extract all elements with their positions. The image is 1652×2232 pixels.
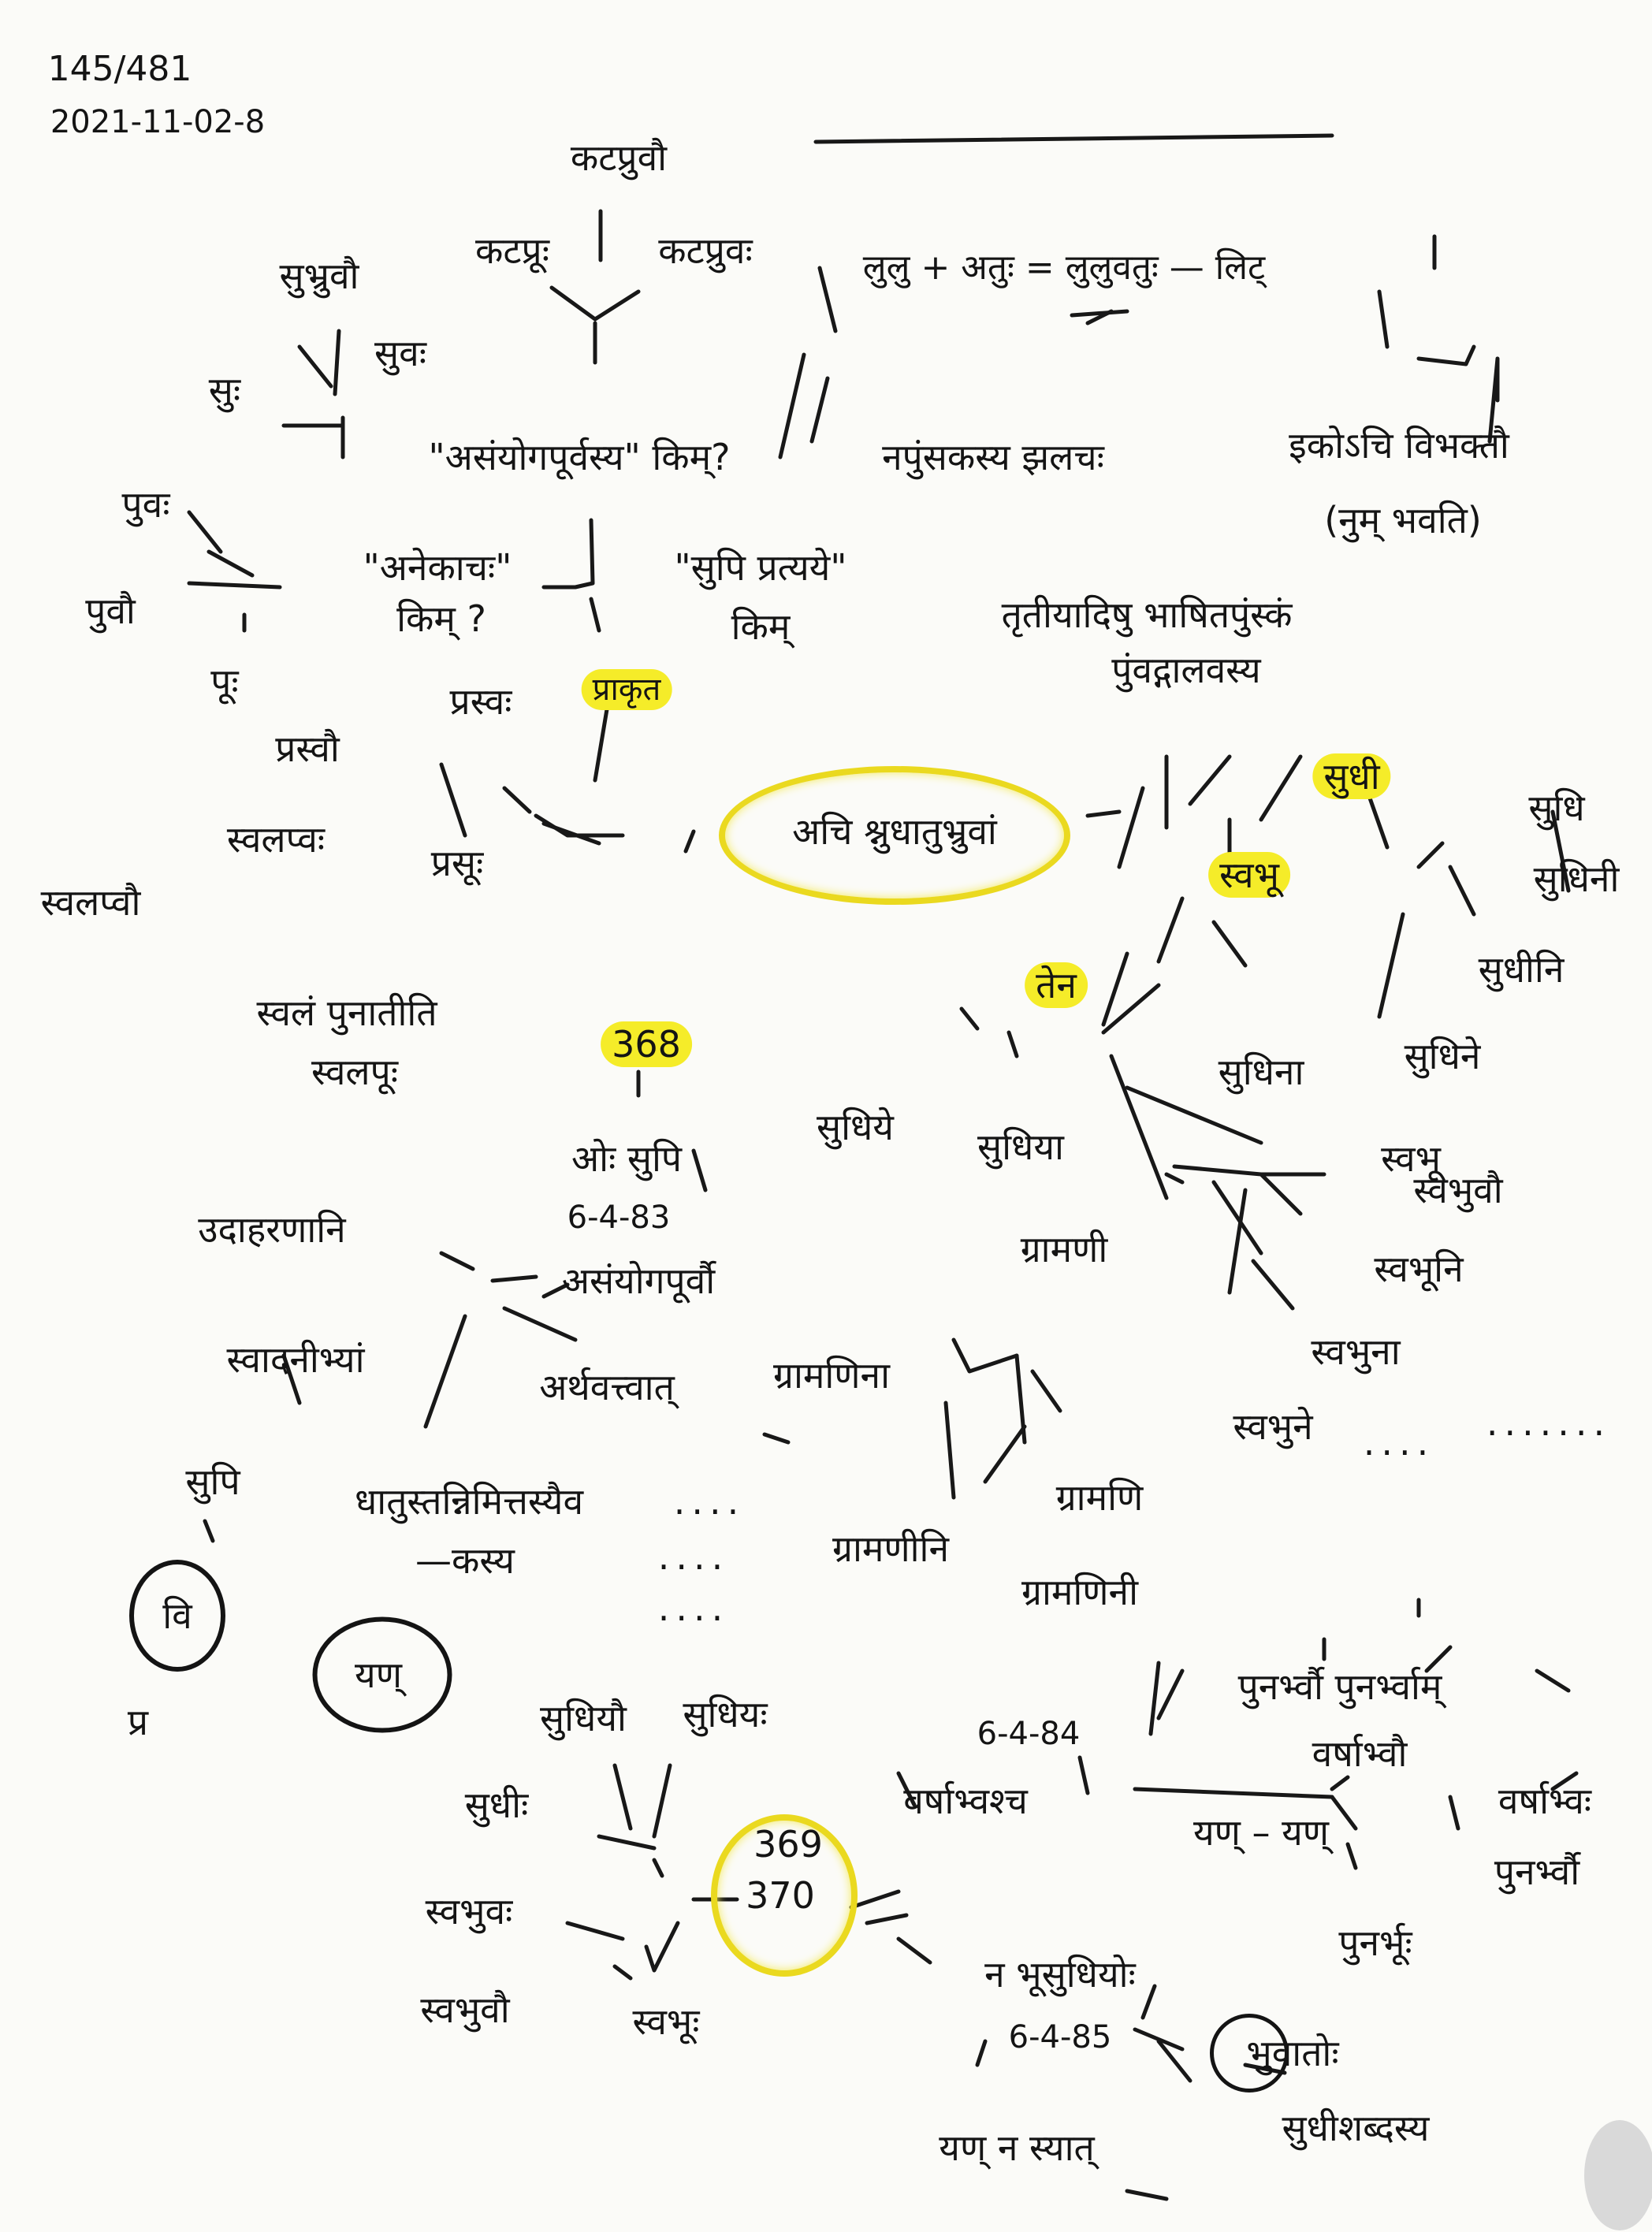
node-lulu-eq: लुलु + अतुः = लुलुवतुः — लिट् [862,247,1266,288]
node-svalapu: स्वलपूः [311,1051,399,1093]
node-rule-6-4-83: 6-4-83 [567,1200,671,1236]
dots-1: .... [673,1480,746,1523]
node-kasya: —कस्य [415,1539,515,1582]
node-napumsaka-na: पुंवद्गालवस्य [1111,649,1261,691]
node-sudhi-shabda: सुधीशब्दस्य [1282,2107,1430,2149]
node-sudhih: सुधीः [464,1784,529,1826]
dots-3: .... [657,1587,730,1629]
date-code: 2021-11-02-8 [50,104,266,140]
node-num: (नुम् भवति) [1324,499,1482,541]
node-svabhuna: स्वभुना [1311,1330,1401,1373]
node-svabhune: स्वभुने [1233,1405,1313,1448]
node-asamyoga-q: "असंयोगपूर्वस्य" किम्? [428,436,731,478]
node-sudhi-highlight: सुधी [1312,753,1391,799]
node-pu: पूः [210,660,239,703]
node-gramanini: ग्रामणीनि [832,1527,949,1570]
node-anekac-q: "अनेकाचः" [363,546,512,589]
circle-vi-label: वि [162,1594,192,1637]
node-sudhini-2: सुधीनि [1478,948,1565,991]
node-svabhuh: स्वभूः [632,2000,700,2043]
node-supi-pratyaye: "सुपि प्रत्यये" [674,546,847,589]
node-sudhina: सुधिना [1218,1051,1304,1093]
node-sudhiya: सुधिया [977,1125,1064,1168]
circle-yan-label: यण् [355,1654,402,1696]
page-counter: 145/481 [47,49,192,89]
node-sudhi: सुधि [1528,787,1585,829]
node-puvau: पुवौ [85,590,136,632]
node-varshabhvah: वर्षाभ्वः [1498,1780,1592,1822]
dots-2: .... [657,1535,730,1578]
node-sudhiyah: सुधियः [683,1693,768,1735]
node-o-supi: ओः सुपि [571,1137,683,1180]
node-ekadesha: इकोऽचि विभक्तौ [1289,424,1509,467]
main-rule-highlight-ring [719,766,1070,905]
node-rule-6-4-84: 6-4-84 [977,1716,1081,1752]
node-varshabhvas: वर्षाभ्वश्च [903,1780,1028,1822]
node-svabhu: स्वभू [1381,1137,1441,1180]
node-sudhine: सुधिने [1404,1035,1481,1077]
node-arthavatava: अर्थवत्त्वात् [539,1366,675,1408]
node-suH: सुः [208,369,241,411]
node-gramani: ग्रामणी [1020,1228,1108,1270]
node-dhatusta: धातुस्तन्निमित्तस्यैव [354,1480,584,1523]
node-svalapva: स्वलप्वः [226,818,326,861]
node-suva: सुवः [374,332,426,374]
node-kim-2: किम् [731,605,791,648]
node-svabhuvau-2: स्वभुवौ [420,1988,510,2031]
node-tritiyadi: तृतीयादिषु भाषितपुंस्कं [1001,593,1293,636]
node-sudhiyau: सुधियौ [540,1697,627,1739]
node-punarbhvau: पुनर्भ्वौ [1494,1851,1580,1893]
node-asamyogapurvau: असंयोगपूर्वौ [561,1259,716,1302]
circle-vi [129,1560,225,1672]
dots-right: ....... [1486,1401,1612,1444]
node-sudhiye: सुधिये [817,1106,894,1148]
node-katabhruH: कटप्रूः [475,229,549,272]
page-corner-shadow [1584,2120,1652,2230]
node-pra: प्र [127,1701,149,1743]
node-svabhuni: स्वभूनि [1374,1248,1464,1290]
node-368-highlight: 368 [601,1021,692,1067]
circle-yan [312,1616,452,1733]
node-subhru: सुभ्रुवौ [279,255,359,297]
node-370: 370 [746,1874,815,1917]
node-yan-na-syat: यण् न स्यात् [939,2126,1095,2169]
node-punarbhuh: पुनर्भूः [1338,1921,1412,1964]
node-puva: पुवः [121,483,170,526]
node-varshabhu: वर्षाभ्वौ [1312,1732,1408,1775]
node-svalam: स्वलं पुनातीति [256,991,437,1034]
node-prasu: प्रसूः [430,842,484,884]
node-sudhini: सुधिनी [1533,857,1620,900]
node-punarbhu: पुनर्भ्वौ पुनर्भ्वाम् [1237,1665,1442,1708]
circle-bhu [1210,2014,1289,2092]
node-svadanibhya: स्वादनीभ्यां [226,1338,365,1381]
node-napumsaka-rule: नपुंसकस्य झलचः [882,436,1104,478]
node-na-bhu: न भूसुधियोः [984,1953,1136,1996]
dots-svabhu: .... [1363,1421,1435,1464]
node-prakrta-highlight: प्राकृत [581,669,672,710]
node-katabhru: कटप्रुवौ [570,136,668,179]
node-rule-6-4-85: 6-4-85 [1008,2019,1112,2055]
node-svabhu-highlight: स्वभू [1208,852,1290,898]
node-supi: सुपि [185,1460,240,1503]
node-katabhruva: कटप्रुवः [658,229,753,272]
node-yan-yana: यण् – यण् [1192,1811,1330,1854]
node-gramanini-2: ग्रामणिनी [1021,1571,1138,1613]
node-svabhuvah: स्वभुवः [425,1890,513,1933]
node-udaharana: उदाहरणानि [198,1208,346,1251]
node-kim-1: किम् ? [396,597,486,640]
node-tena-highlight: तेन [1025,962,1088,1008]
node-gramani-2: ग्रामणि [1055,1476,1144,1519]
node-gramanina: ग्रामणिना [773,1354,890,1397]
node-prasva: प्रस्वः [449,680,512,723]
rule-369-370-ring [711,1814,858,1977]
node-369: 369 [753,1823,823,1866]
node-bhuyatah: भुवातोः [1246,2032,1339,2074]
node-svabhuvau: स्वभुवौ [1413,1169,1503,1211]
node-svalapvau: स्वलप्वौ [40,881,141,924]
node-main-rule: अचि श्नुधातुभ्रुवां [792,810,997,853]
node-prasvau: प्रस्वौ [275,727,340,770]
